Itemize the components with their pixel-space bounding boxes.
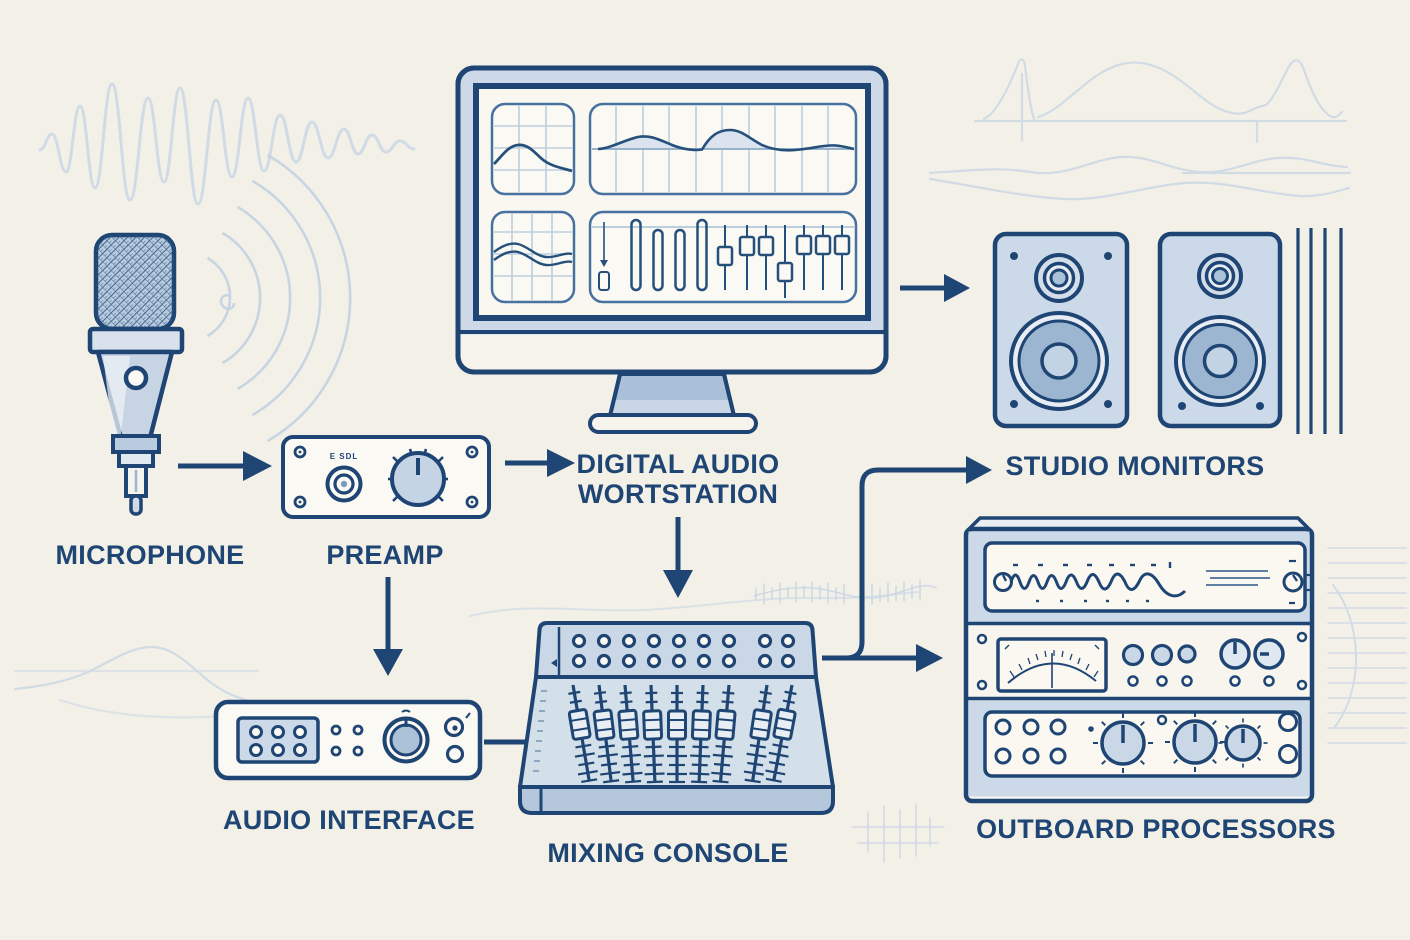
- rack-unit-wave: [966, 531, 1312, 626]
- preamp-input-jack: [325, 465, 363, 503]
- interface-io-panel: [236, 716, 320, 764]
- mixing-console-label: MIXING CONSOLE: [547, 838, 789, 868]
- screen-panel-topleft: [490, 102, 576, 196]
- eq-knob: [1217, 717, 1269, 769]
- daw-monitor-illustration: [455, 65, 889, 434]
- screen-panel-waveform: [588, 102, 858, 196]
- preamp-illustration: E SDL: [281, 435, 491, 519]
- interface-leds: [330, 724, 364, 757]
- console-base: [518, 785, 835, 815]
- audio-interface-illustration: [213, 699, 483, 781]
- microphone-label: MICROPHONE: [55, 540, 245, 570]
- daw-label: DIGITAL AUDIO WORTSTATION: [560, 449, 796, 509]
- bg-comb-wave-icon: [753, 580, 937, 605]
- tweeter-icon: [1197, 253, 1243, 299]
- monitor-stand: [588, 372, 758, 434]
- woofer-icon: [1009, 311, 1109, 411]
- screen-panel-bottomleft: [490, 210, 576, 304]
- preamp-chassis: [281, 435, 491, 519]
- bg-grid-icon: [851, 803, 945, 863]
- speaker-right: [1157, 231, 1283, 429]
- bg-squiggle-wave-icon: [38, 82, 416, 206]
- sound-waves-icon: [206, 153, 352, 443]
- vertical-lines-icon: [1296, 228, 1343, 434]
- mixing-console-illustration: [518, 621, 835, 815]
- outboard-rack-illustration: [963, 516, 1315, 804]
- console-knob-row: [571, 633, 796, 669]
- arrow-preamp-to-daw: [505, 449, 575, 477]
- console-top-panel: [534, 621, 818, 679]
- arrow-monitor-to-speakers: [900, 274, 970, 302]
- mic-head: [93, 232, 177, 332]
- rack-unit-compressor: [966, 631, 1312, 701]
- compressor-knobs: [1219, 638, 1285, 670]
- studio-monitors-label: STUDIO MONITORS: [1005, 451, 1265, 481]
- arrow-console-to-monitors: [822, 456, 992, 661]
- mic-band: [87, 326, 185, 355]
- bg-wavy-lines-icon: [928, 155, 1352, 201]
- mic-body: [95, 349, 175, 441]
- daw-label-line2: WORTSTATION: [577, 479, 779, 509]
- bg-bell-curve-icon: [973, 58, 1348, 144]
- console-fader-deck: [518, 675, 835, 789]
- mic-connector: [111, 434, 161, 516]
- arrow-daw-to-console: [663, 517, 693, 598]
- preamp-gain-knob: [388, 448, 448, 507]
- interface-buttons: [443, 712, 471, 764]
- rack-unit-eq: [968, 700, 1310, 797]
- studio-monitors-illustration: [992, 228, 1343, 434]
- arrow-mic-to-preamp: [178, 451, 272, 481]
- eq-knob: [1092, 712, 1154, 774]
- sine-wave-icon: [1009, 572, 1187, 598]
- preamp-screws: [293, 445, 479, 509]
- audio-interface-label: AUDIO INTERFACE: [222, 805, 475, 835]
- eq-knob: [1164, 711, 1226, 773]
- preamp-label: PREAMP: [326, 540, 444, 570]
- microphone-illustration: [87, 232, 185, 516]
- speaker-left: [992, 231, 1130, 429]
- woofer-icon: [1174, 315, 1266, 407]
- vu-meter-icon: [996, 637, 1108, 693]
- preamp-panel-text: E SDL: [330, 452, 359, 461]
- daw-label-line1: DIGITAL AUDIO: [576, 449, 780, 479]
- bg-ruled-lines-icon: [1327, 547, 1407, 744]
- arrow-preamp-to-interface: [373, 577, 403, 676]
- interface-volume-knob: [382, 709, 430, 764]
- tweeter-icon: [1034, 253, 1084, 303]
- screen-panel-mixer: [588, 210, 858, 304]
- outboard-processors-label: OUTBOARD PROCESSORS: [976, 814, 1336, 844]
